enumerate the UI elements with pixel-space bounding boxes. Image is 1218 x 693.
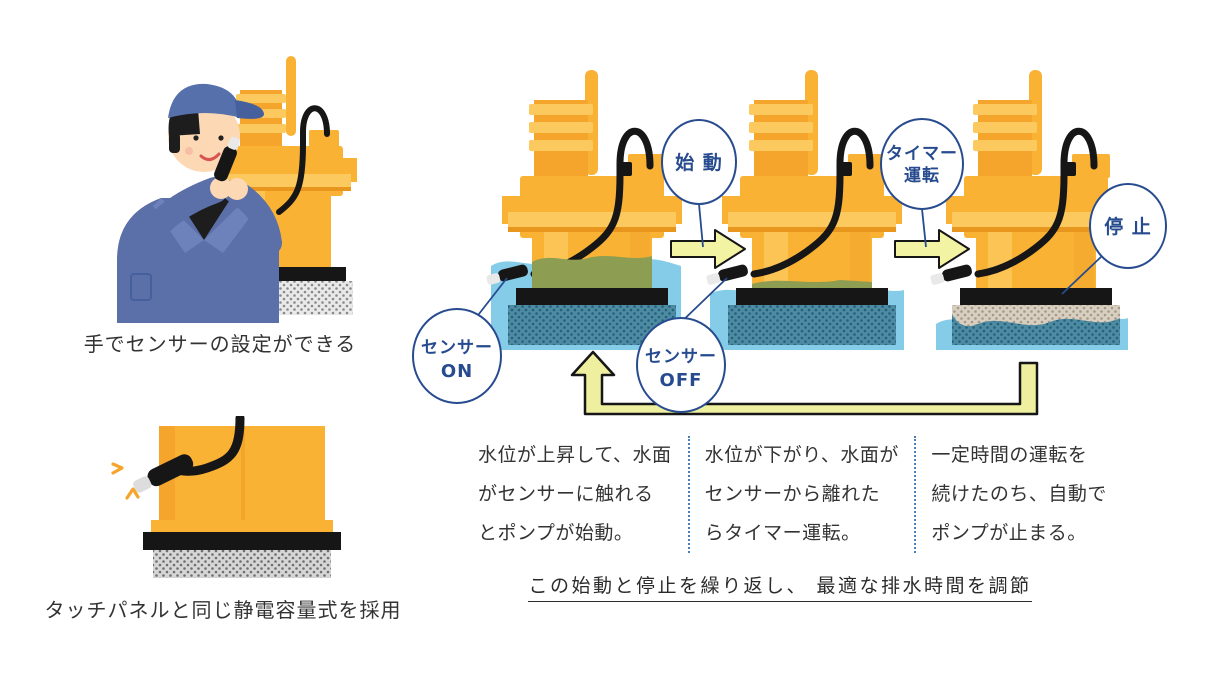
svg-text:停 止: 停 止	[1104, 215, 1152, 238]
step-descriptions: 水位が上昇して、水面 がセンサーに触れる とポンプが始動。 水位が下がり、水面が…	[478, 436, 1138, 553]
bubble-start: 始 動	[661, 119, 737, 205]
pump-body-closeup	[143, 426, 341, 578]
bubble-sensor-on: センサー ON	[412, 308, 502, 404]
svg-text:センサー: センサー	[645, 347, 717, 367]
arrow-step-2-icon	[894, 229, 970, 269]
worker-cap	[168, 83, 241, 118]
sensor-closeup-illustration	[111, 416, 341, 578]
svg-text:OFF: OFF	[660, 370, 703, 391]
pump-scene-1	[485, 70, 682, 350]
svg-text:タイマー: タイマー	[886, 144, 958, 164]
arrow-step-1-icon	[670, 229, 746, 269]
svg-text:始 動: 始 動	[675, 151, 723, 174]
sensor-cable	[276, 105, 330, 215]
pump-scene-3	[929, 70, 1128, 350]
step-3-text: 一定時間の運転を 続けたのち、自動で ポンプが止まる。	[914, 436, 1138, 553]
bubble-stop: 停 止	[1089, 183, 1167, 269]
footer-note: この始動と停止を繰り返し、 最適な排水時間を調節	[420, 571, 1140, 602]
worker-hand	[226, 178, 248, 200]
signal-sparks	[111, 462, 140, 500]
step-2-text: 水位が下がり、水面が センサーから離れた らタイマー運転。	[687, 436, 912, 553]
svg-text:ON: ON	[441, 361, 473, 382]
flow-diagram: センサー ON 始 動 センサー OFF タイマー 運転 停 止	[412, 40, 1167, 416]
worker-illustration	[117, 56, 357, 323]
worker-hand	[210, 177, 232, 199]
submerged-tint	[752, 280, 872, 288]
svg-text:運転: 運転	[904, 165, 940, 186]
sensor-in-hand	[214, 136, 240, 182]
footer-note-text: この始動と停止を繰り返し、 最適な排水時間を調節	[528, 575, 1032, 602]
bubble-sensor-off: センサー OFF	[636, 317, 726, 413]
strainer-above-water	[952, 305, 1120, 327]
submerged-tint	[532, 256, 652, 288]
svg-text:センサー: センサー	[421, 338, 493, 358]
pump-scene-2	[705, 70, 904, 350]
caption-capacitive: タッチパネルと同じ静電容量式を採用	[44, 598, 402, 622]
bubble-timer-run: タイマー 運転	[880, 118, 964, 210]
caption-hand-setting: 手でセンサーの設定ができる	[83, 332, 357, 356]
worker-figure	[117, 83, 282, 323]
pump-strainer	[153, 550, 331, 578]
sensor-tip	[133, 454, 194, 493]
step-1-text: 水位が上昇して、水面 がセンサーに触れる とポンプが始動。	[478, 444, 672, 544]
